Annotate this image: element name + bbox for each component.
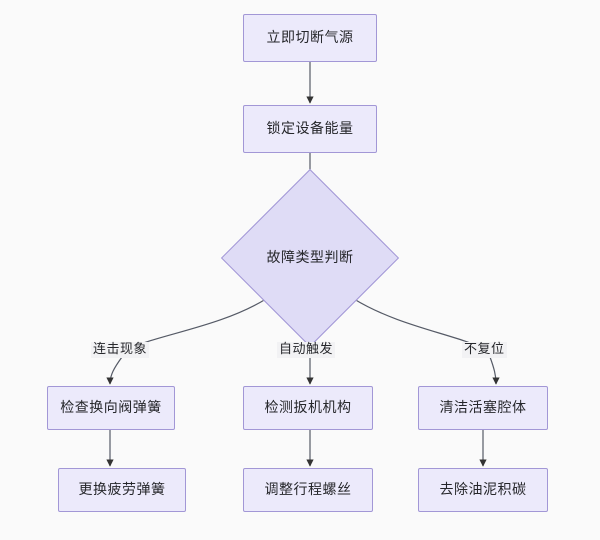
node-adjust-screw-label: 调整行程螺丝	[264, 482, 352, 498]
edge-label-branch-left: 连击现象	[91, 342, 150, 359]
node-adjust-screw[interactable]: 调整行程螺丝	[243, 468, 373, 512]
node-check-trigger-label: 检测扳机机构	[264, 400, 352, 416]
node-lockout-label: 锁定设备能量	[266, 121, 354, 137]
node-lockout[interactable]: 锁定设备能量	[243, 105, 377, 153]
node-start-label: 立即切断气源	[266, 30, 354, 46]
edge-decision-right-arrow	[489, 356, 500, 385]
edge-decision-left-arrow	[106, 356, 123, 385]
edge-label-branch-middle: 自动触发	[277, 342, 336, 359]
node-check-valve-spring[interactable]: 检查换向阀弹簧	[47, 386, 175, 430]
node-remove-carbon-label: 去除油泥积碳	[439, 482, 527, 498]
node-check-trigger[interactable]: 检测扳机机构	[243, 386, 373, 430]
node-check-valve-spring-label: 检查换向阀弹簧	[60, 400, 162, 416]
node-replace-spring-label: 更换疲劳弹簧	[78, 482, 166, 498]
node-decision-label: 故障类型判断	[266, 250, 354, 266]
node-decision-label-wrap: 故障类型判断	[247, 195, 373, 321]
edge-label-branch-right: 不复位	[462, 342, 507, 359]
node-clean-piston-label: 清洁活塞腔体	[439, 400, 527, 416]
node-start[interactable]: 立即切断气源	[243, 14, 377, 62]
node-replace-spring[interactable]: 更换疲劳弹簧	[58, 468, 186, 512]
node-clean-piston[interactable]: 清洁活塞腔体	[418, 386, 548, 430]
node-remove-carbon[interactable]: 去除油泥积碳	[418, 468, 548, 512]
